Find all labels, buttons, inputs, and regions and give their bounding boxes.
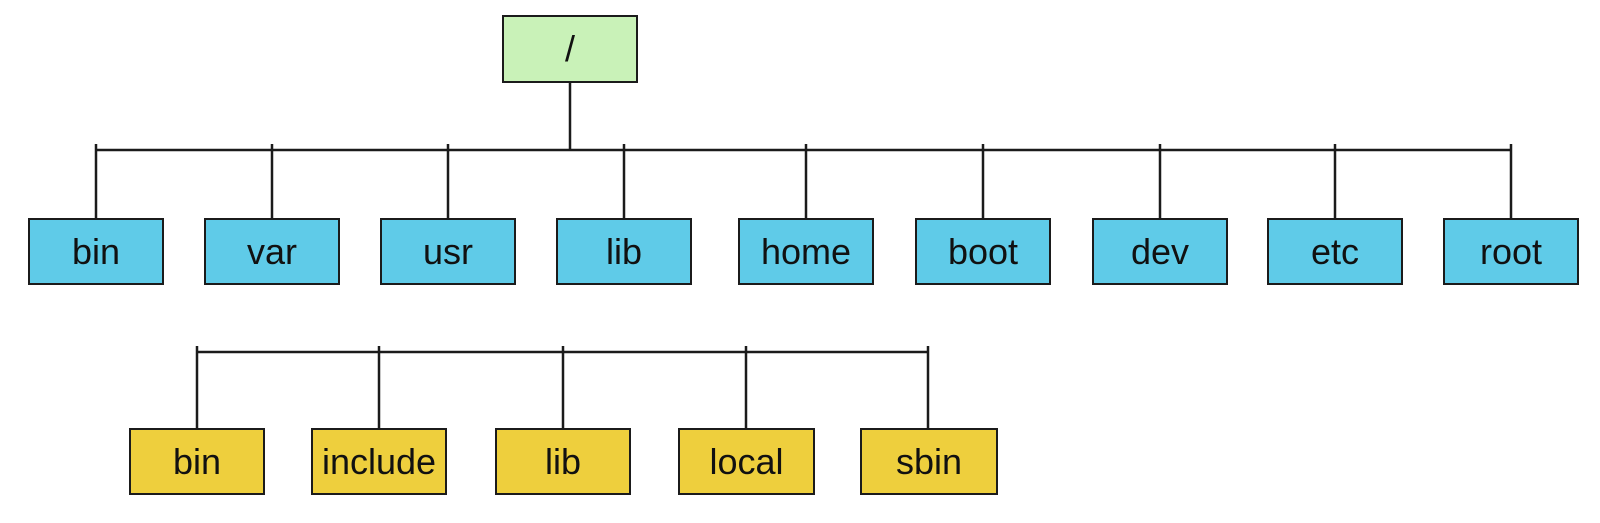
node-label: lib xyxy=(544,440,582,482)
node-label: boot xyxy=(947,230,1019,272)
node-label: / xyxy=(564,28,575,69)
node-root-dir: root xyxy=(1443,218,1579,285)
node-usr: usr xyxy=(380,218,516,285)
node-label: local xyxy=(709,440,784,482)
node-dev: dev xyxy=(1092,218,1228,285)
node-label: home xyxy=(760,230,852,272)
node-label: sbin xyxy=(895,440,963,482)
node-label: bin xyxy=(71,230,121,272)
node-bin: bin xyxy=(28,218,164,285)
node-label: etc xyxy=(1310,230,1360,272)
node-lib: lib xyxy=(556,218,692,285)
node-usr-sbin: sbin xyxy=(860,428,998,495)
node-label: var xyxy=(246,230,297,272)
node-var: var xyxy=(204,218,340,285)
node-root-slash: / xyxy=(502,15,638,83)
node-etc: etc xyxy=(1267,218,1403,285)
node-usr-bin: bin xyxy=(129,428,265,495)
node-label: dev xyxy=(1130,230,1190,272)
node-usr-include: include xyxy=(311,428,447,495)
node-boot: boot xyxy=(915,218,1051,285)
node-label: bin xyxy=(172,440,222,482)
node-label: lib xyxy=(605,230,643,272)
node-usr-local: local xyxy=(678,428,815,495)
node-label: usr xyxy=(422,230,473,272)
node-label: root xyxy=(1479,230,1543,272)
node-home: home xyxy=(738,218,874,285)
node-usr-lib: lib xyxy=(495,428,631,495)
node-label: include xyxy=(321,440,437,482)
